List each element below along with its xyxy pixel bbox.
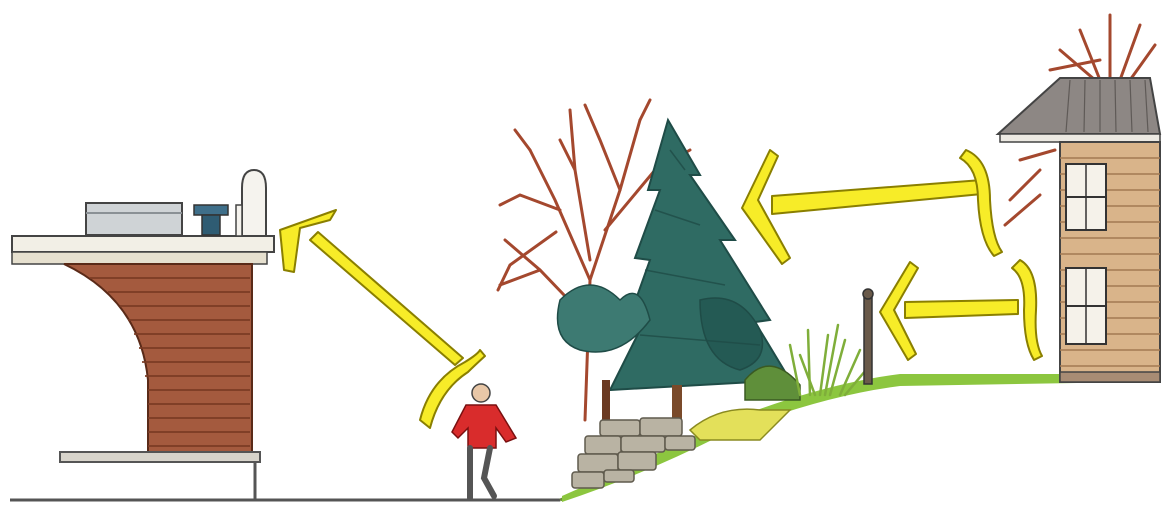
fence-post: [863, 289, 873, 384]
arrow-upper-window-to-tree: [742, 150, 1002, 264]
house-roof: [998, 78, 1160, 134]
arrow-lower-window-to-fence: [880, 260, 1042, 360]
pedestrian-head: [472, 384, 490, 402]
rooftop-unit: [86, 203, 182, 235]
pedestrian-shirt: [452, 405, 516, 448]
pedestrian: [452, 384, 516, 498]
arrow-pedestrian-to-roof: [280, 210, 485, 428]
building-base: [60, 452, 260, 462]
residential-house: [998, 15, 1160, 382]
rooftop-fan: [194, 205, 228, 215]
deciduous-trunk: [602, 380, 610, 425]
commercial-building: [12, 170, 274, 500]
rooftop-vent: [242, 170, 266, 236]
